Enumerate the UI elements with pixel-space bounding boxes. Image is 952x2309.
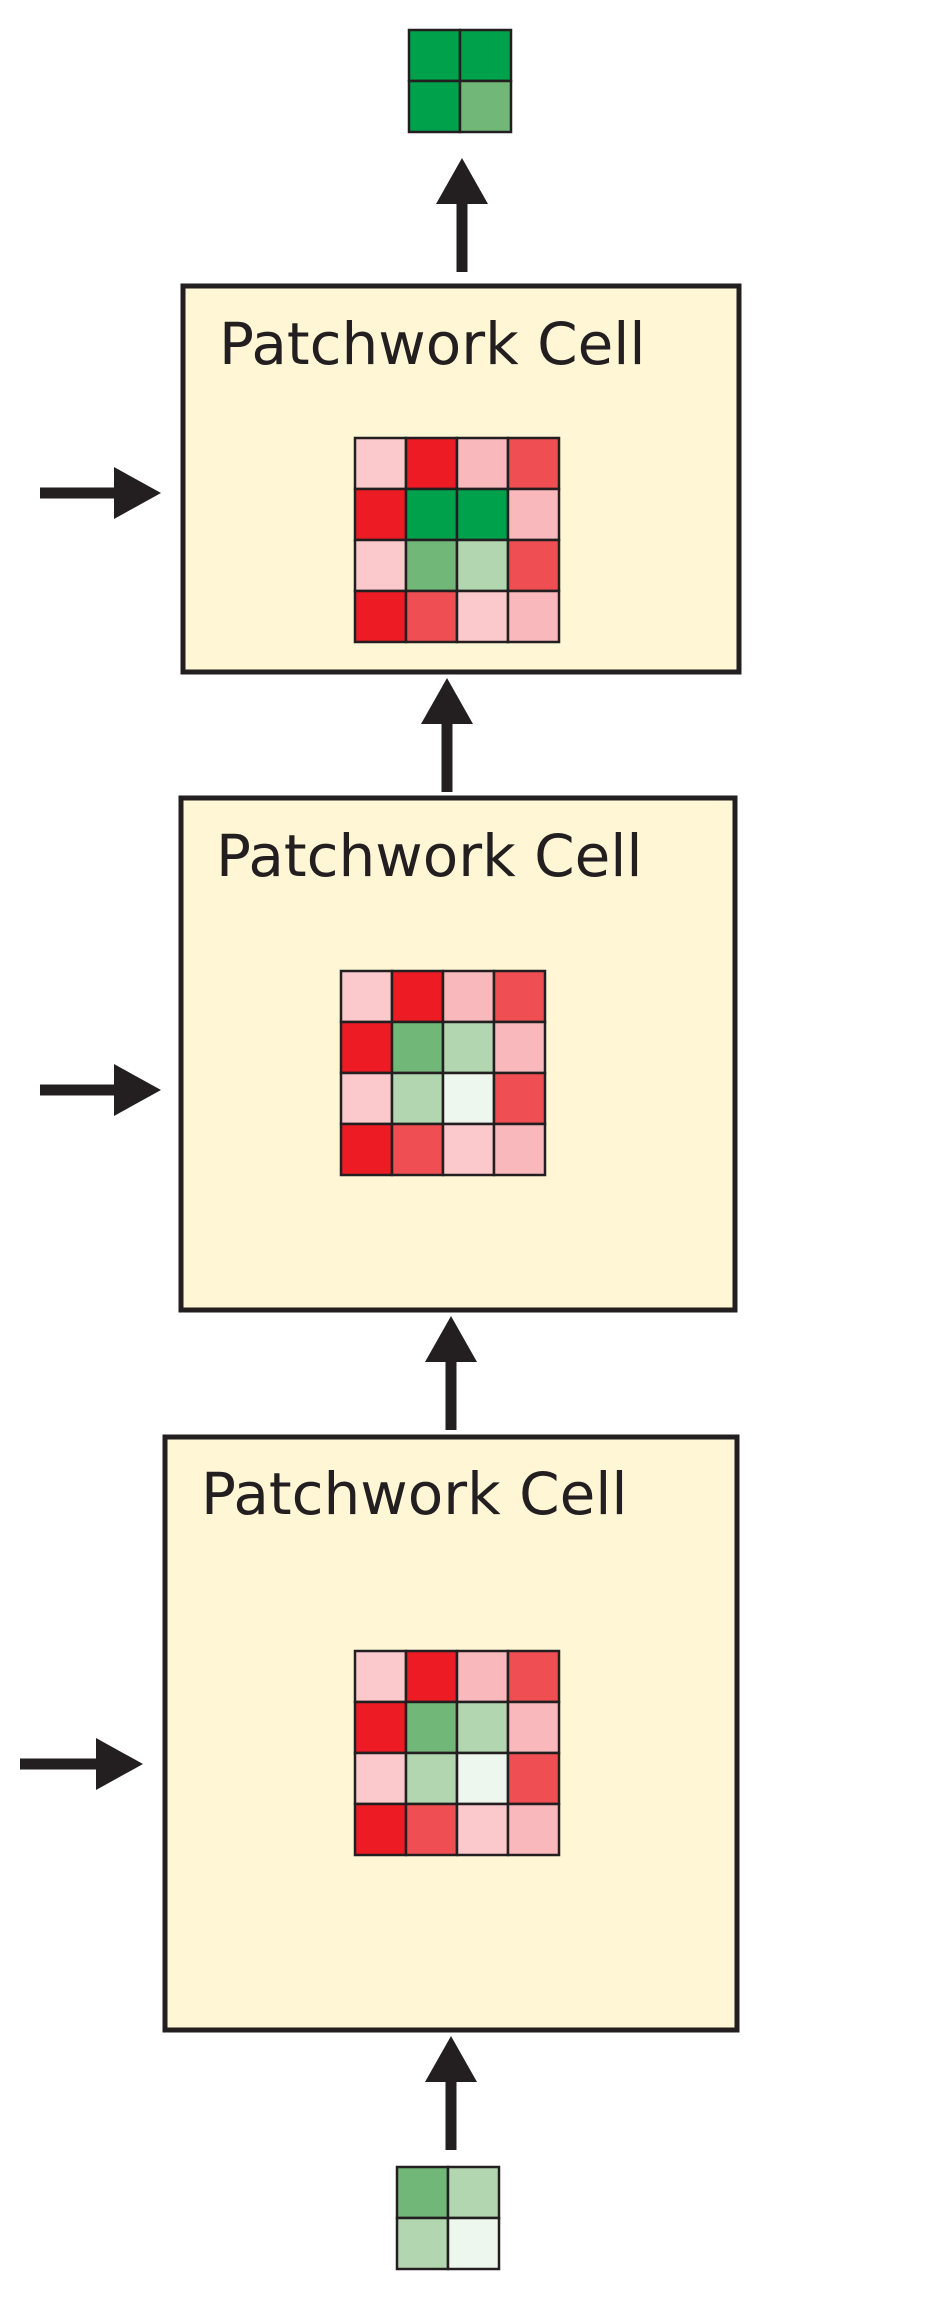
output-patch-square-r0c1	[458, 28, 513, 83]
cell-top-square-r1c0	[353, 487, 408, 542]
cell-middle-square-r1c2	[441, 1020, 496, 1075]
cell-top-square-r0c2	[455, 436, 510, 491]
cell-bottom-square-r1c3	[506, 1700, 561, 1755]
output-patch	[407, 28, 513, 134]
cell-middle-square-r3c1	[390, 1122, 445, 1177]
cell-top-square-r1c3	[506, 487, 561, 542]
cell-top-square-r3c2	[455, 589, 510, 644]
cell-bottom-square-r2c0	[353, 1751, 408, 1806]
cell-top-square-r1c1	[404, 487, 459, 542]
cell-middle-square-r1c0	[339, 1020, 394, 1075]
input-patch-square-r0c0	[395, 2165, 450, 2220]
cell-bottom-square-r3c0	[353, 1802, 408, 1857]
output-arrow-up	[436, 158, 488, 272]
cell-middle-square-r0c0	[339, 969, 394, 1024]
cell-middle-square-r0c1	[390, 969, 445, 1024]
cell-bottom-square-r2c3	[506, 1751, 561, 1806]
cell-middle-square-r2c1	[390, 1071, 445, 1126]
cell-top-square-r3c3	[506, 589, 561, 644]
cell-top-square-r2c3	[506, 538, 561, 593]
cell-middle-square-r0c3	[492, 969, 547, 1024]
cell-bottom-square-r0c2	[455, 1649, 510, 1704]
cell-top-square-r0c0	[353, 436, 408, 491]
cell-bottom-square-r3c1	[404, 1802, 459, 1857]
cell-bottom-square-r3c2	[455, 1802, 510, 1857]
side-input-arrow-bottom	[20, 1738, 143, 1790]
cell-top-square-r2c0	[353, 538, 408, 593]
arrow-middle-to-top	[421, 678, 473, 792]
cell-bottom-square-r2c2	[455, 1751, 510, 1806]
cell-middle-square-r0c2	[441, 969, 496, 1024]
patchwork-cell-top: Patchwork Cell	[180, 283, 742, 675]
patchwork-cell-middle: Patchwork Cell	[178, 795, 738, 1313]
arrow-bottom-to-middle	[425, 1316, 477, 1430]
patchwork-cell-bottom: Patchwork Cell	[162, 1434, 740, 2033]
input-patch-square-r1c1	[446, 2216, 501, 2271]
cell-bottom-square-r0c1	[404, 1649, 459, 1704]
side-input-arrow-top	[40, 467, 161, 519]
cell-top-square-r0c3	[506, 436, 561, 491]
output-patch-square-r1c0	[407, 79, 462, 134]
cell-grid-middle	[339, 969, 547, 1177]
cell-middle-square-r1c3	[492, 1020, 547, 1075]
cell-bottom-square-r2c1	[404, 1751, 459, 1806]
cell-bottom-square-r1c2	[455, 1700, 510, 1755]
cell-top-square-r1c2	[455, 487, 510, 542]
cell-title-bottom: Patchwork Cell	[201, 1460, 628, 1528]
cell-middle-square-r3c3	[492, 1122, 547, 1177]
cell-bottom-square-r0c3	[506, 1649, 561, 1704]
cell-bottom-square-r3c3	[506, 1802, 561, 1857]
cell-top-square-r0c1	[404, 436, 459, 491]
input-arrow-up	[425, 2036, 477, 2150]
cell-grid-bottom	[353, 1649, 561, 1857]
cell-middle-square-r1c1	[390, 1020, 445, 1075]
input-patch	[395, 2165, 501, 2271]
cell-middle-square-r3c0	[339, 1122, 394, 1177]
cell-top-square-r2c1	[404, 538, 459, 593]
input-patch-square-r1c0	[395, 2216, 450, 2271]
output-patch-square-r1c1	[458, 79, 513, 134]
cell-top-square-r3c1	[404, 589, 459, 644]
side-input-arrow-middle	[40, 1064, 161, 1116]
cell-middle-square-r3c2	[441, 1122, 496, 1177]
cell-top-square-r2c2	[455, 538, 510, 593]
cell-bottom-square-r1c0	[353, 1700, 408, 1755]
cell-middle-square-r2c0	[339, 1071, 394, 1126]
cell-middle-square-r2c3	[492, 1071, 547, 1126]
cell-top-square-r3c0	[353, 589, 408, 644]
cell-middle-square-r2c2	[441, 1071, 496, 1126]
cell-title-top: Patchwork Cell	[219, 310, 646, 378]
cell-bottom-square-r0c0	[353, 1649, 408, 1704]
cell-bottom-square-r1c1	[404, 1700, 459, 1755]
output-patch-square-r0c0	[407, 28, 462, 83]
cell-grid-top	[353, 436, 561, 644]
input-patch-square-r0c1	[446, 2165, 501, 2220]
cell-title-middle: Patchwork Cell	[216, 822, 643, 890]
